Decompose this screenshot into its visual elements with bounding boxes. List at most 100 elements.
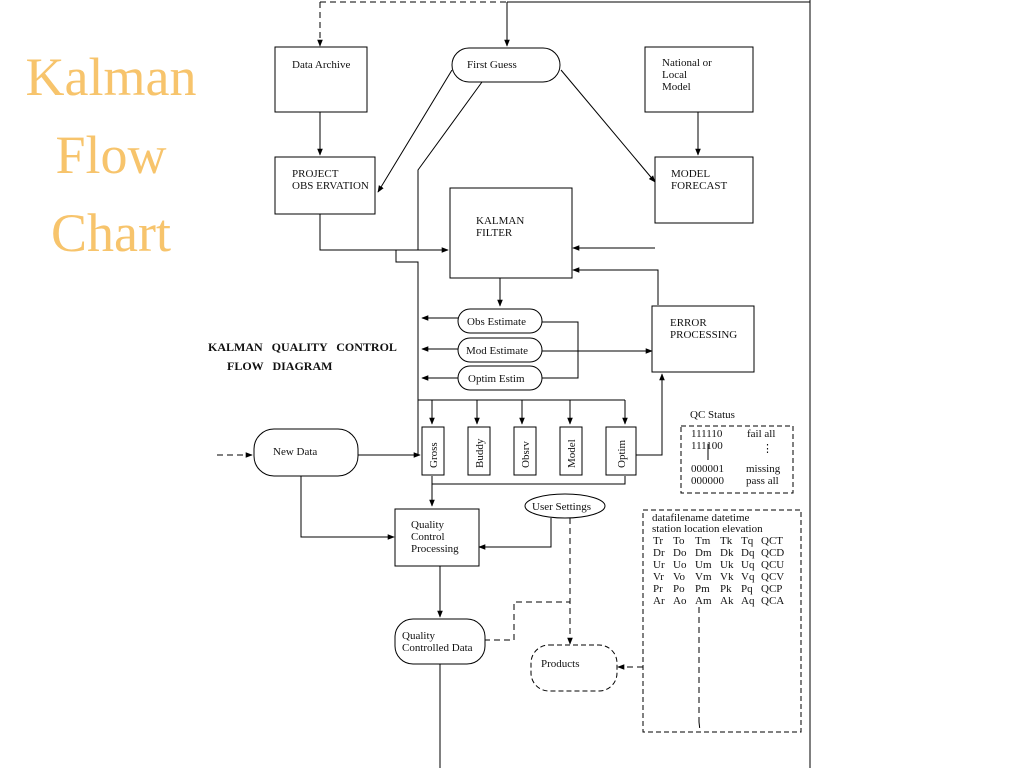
kalman-filter-line: FILTER <box>476 227 513 239</box>
national-model-box: National or Local Model <box>644 46 754 113</box>
check-label: Obsrv <box>520 441 532 468</box>
qc-status-title: QC Status <box>690 409 735 421</box>
data-cell: Pq <box>741 583 753 595</box>
data-cell: Um <box>695 559 712 571</box>
optim-estim-label: Optim Estim <box>468 373 525 385</box>
diagram-caption: KALMAN QUALITY CONTROL FLOW DIAGRAM <box>208 340 397 373</box>
data-cell: Vo <box>673 571 686 583</box>
data-cell: Do <box>673 547 687 559</box>
data-cell: Pk <box>720 583 732 595</box>
data-cell: Po <box>673 583 685 595</box>
data-cell: Tq <box>741 535 754 547</box>
user-settings-label: User Settings <box>532 501 591 513</box>
qc-processing-line: Control <box>411 531 445 543</box>
caption-line: FLOW DIAGRAM <box>227 359 332 373</box>
data-cell: QCV <box>761 571 784 583</box>
obs-estimate-node: Obs Estimate <box>457 308 543 334</box>
check-label: Optim <box>616 439 628 468</box>
first-guess-label: First Guess <box>467 59 517 71</box>
data-cell: Ak <box>720 595 734 607</box>
qc-status-desc: fail all <box>747 428 775 440</box>
national-model-line: National or <box>662 57 712 69</box>
national-model-line: Model <box>662 81 691 93</box>
qc-status-desc: pass all <box>746 475 779 487</box>
products-label: Products <box>541 658 580 670</box>
qc-status-dots: ⋮ <box>762 443 773 455</box>
user-settings-node: User Settings <box>524 493 606 519</box>
data-cell: Uk <box>720 559 734 571</box>
project-observation-line: OBS ERVATION <box>292 180 369 192</box>
data-cell: Dk <box>720 547 734 559</box>
data-cell: QCD <box>761 547 784 559</box>
qc-status-code: 111100 <box>691 440 723 452</box>
side-title-line: Kalman <box>25 47 197 107</box>
check-box <box>467 426 491 476</box>
check-label: Buddy <box>474 438 486 468</box>
data-cell: Vq <box>741 571 755 583</box>
side-title-line: Chart <box>51 203 171 263</box>
data-cell: Tm <box>695 535 711 547</box>
data-cell: QCP <box>761 583 782 595</box>
qc-status-code: 000001 <box>691 463 724 475</box>
check-box <box>421 426 445 476</box>
check-label: Gross <box>428 442 440 468</box>
new-data-label: New Data <box>273 446 317 458</box>
data-cell: Ar <box>653 595 665 607</box>
first-guess-node: First Guess <box>451 47 561 83</box>
error-processing-line: PROCESSING <box>670 329 737 341</box>
data-archive-label: Data Archive <box>292 59 350 71</box>
products-node: Products <box>530 644 618 692</box>
qc-processing-line: Processing <box>411 543 459 555</box>
data-cell: Dr <box>653 547 665 559</box>
qc-status-panel: QC Status 111110 fail all 111100 ⋮ 00000… <box>680 409 794 494</box>
obs-estimate-label: Obs Estimate <box>467 316 526 328</box>
kalman-filter-line: KALMAN <box>476 215 524 227</box>
mod-estimate-node: Mod Estimate <box>457 337 543 363</box>
kalman-filter-box: KALMAN FILTER <box>449 187 573 279</box>
mod-estimate-label: Mod Estimate <box>466 345 528 357</box>
national-model-line: Local <box>662 69 687 81</box>
check-box <box>513 426 537 476</box>
data-cell: Ao <box>673 595 687 607</box>
caption-line: KALMAN QUALITY CONTROL <box>208 340 397 354</box>
data-cell: Dq <box>741 547 755 559</box>
data-cell: Vk <box>720 571 734 583</box>
data-cell: QCU <box>761 559 784 571</box>
data-cell: Pr <box>653 583 663 595</box>
qc-processing-line: Quality <box>411 519 444 531</box>
error-processing-box: ERROR PROCESSING <box>651 305 755 373</box>
data-cell: QCT <box>761 535 783 547</box>
model-forecast-line: MODEL <box>671 168 710 180</box>
new-data-node: New Data <box>253 428 359 477</box>
qc-status-code: 111110 <box>691 428 723 440</box>
check-boxes: Gross Buddy Obsrv Model Optim <box>421 426 637 476</box>
data-cell: Uq <box>741 559 755 571</box>
quality-control-processing-box: Quality Control Processing <box>394 508 480 567</box>
qc-data-line: Quality <box>402 630 435 642</box>
model-forecast-line: FORECAST <box>671 180 728 192</box>
side-title: Kalman Flow Chart <box>0 38 222 272</box>
check-box <box>559 426 583 476</box>
data-cell: Tr <box>653 535 663 547</box>
data-file-header: station location elevation <box>652 523 763 535</box>
data-cell: Am <box>695 595 712 607</box>
data-cell: Vm <box>695 571 712 583</box>
data-cell: To <box>673 535 685 547</box>
data-cell: QCA <box>761 595 784 607</box>
project-observation-box: PROJECT OBS ERVATION <box>274 156 376 215</box>
data-cell: Dm <box>695 547 712 559</box>
data-cell: Pm <box>695 583 710 595</box>
qc-status-code: 000000 <box>691 475 725 487</box>
data-cell: Aq <box>741 595 755 607</box>
project-observation-line: PROJECT <box>292 168 339 180</box>
side-title-line: Flow <box>55 125 167 185</box>
error-processing-line: ERROR <box>670 317 707 329</box>
quality-controlled-data-node: Quality Controlled Data <box>394 618 486 665</box>
qc-data-line: Controlled Data <box>402 642 473 654</box>
data-file-panel: datafilename datetime station location e… <box>642 509 802 733</box>
model-forecast-box: MODEL FORECAST <box>654 156 754 224</box>
data-archive-box: Data Archive <box>274 46 368 113</box>
connector-lines <box>217 0 811 768</box>
data-cell: Ur <box>653 559 665 571</box>
